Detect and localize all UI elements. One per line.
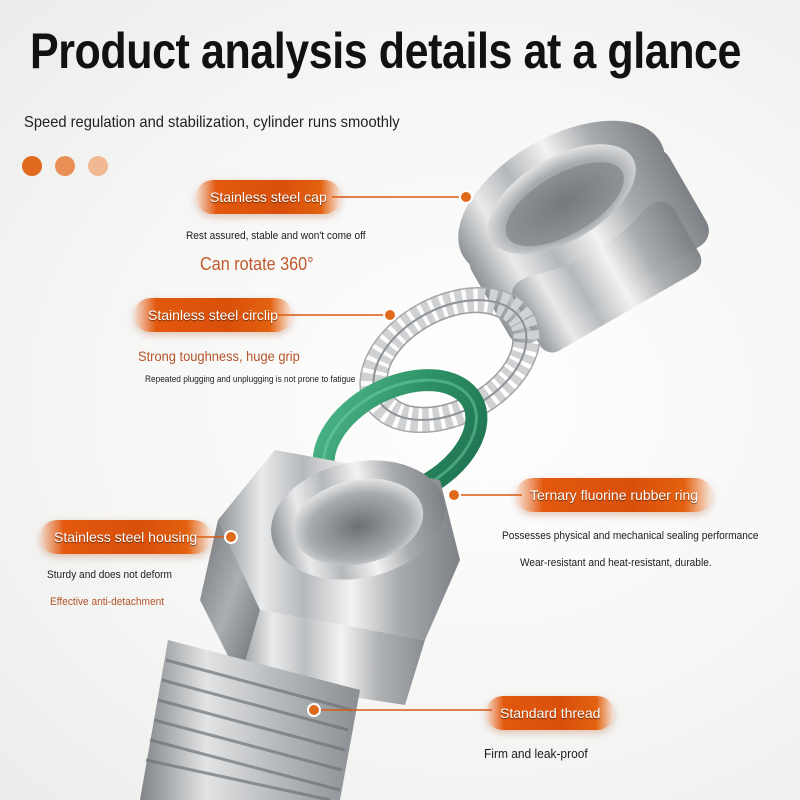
ring-desc-2: Wear-resistant and heat-resistant, durab…	[520, 557, 712, 569]
thread-graphic	[140, 640, 360, 800]
steel-cap-graphic	[458, 120, 709, 353]
ring-label: Ternary fluorine rubber ring	[516, 478, 713, 512]
marker-dots	[224, 190, 473, 717]
circlip-highlight: Strong toughness, huge grip	[138, 348, 300, 364]
cap-label: Stainless steel cap	[196, 180, 341, 214]
dot-2	[55, 156, 75, 176]
thread-desc: Firm and leak-proof	[484, 746, 588, 761]
circlip-label: Stainless steel circlip	[134, 298, 292, 332]
housing-label: Stainless steel housing	[40, 520, 212, 554]
circlip-desc: Repeated plugging and unplugging is not …	[145, 374, 356, 384]
dot-3	[88, 156, 108, 176]
decorative-dots	[22, 156, 108, 176]
cap-highlight: Can rotate 360°	[200, 254, 314, 274]
ring-desc-1: Possesses physical and mechanical sealin…	[502, 530, 759, 542]
cap-desc: Rest assured, stable and won't come off	[186, 230, 366, 242]
page-title: Product analysis details at a glance	[30, 23, 742, 79]
dot-1	[22, 156, 42, 176]
thread-label: Standard thread	[486, 696, 615, 730]
housing-desc: Sturdy and does not deform	[47, 569, 172, 581]
page-subtitle: Speed regulation and stabilization, cyli…	[24, 114, 400, 131]
housing-highlight: Effective anti-detachment	[50, 596, 165, 608]
